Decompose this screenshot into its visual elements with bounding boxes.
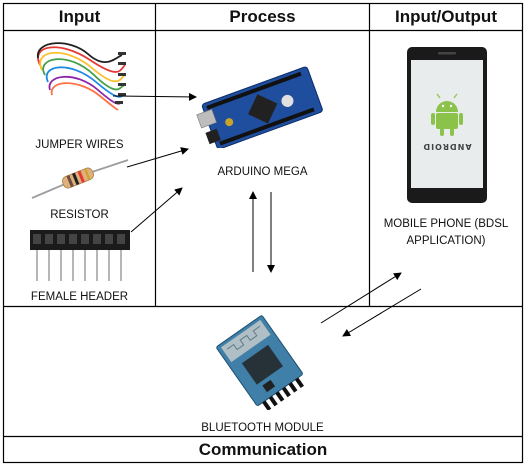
female-header-image [30, 230, 130, 281]
header-process: Process [229, 7, 296, 26]
mobile-phone-image: ANDROID [407, 47, 487, 203]
arrow-resistor-to-arduino [126, 147, 189, 168]
header-communication: Communication [198, 440, 328, 459]
arrow-bluetooth-to-phone [320, 272, 402, 324]
android-icon [431, 93, 463, 136]
label-jumper-wires: JUMPER WIRES [35, 139, 124, 151]
arduino-mega-image [196, 66, 323, 148]
label-mobile-phone-line1: MOBILE PHONE (BDSL [383, 218, 509, 230]
arrow-phone-to-bluetooth [342, 288, 422, 337]
label-bluetooth-module: BLUETOOTH MODULE [201, 422, 324, 434]
header-input: Input [58, 7, 101, 26]
arrow-jumper-to-arduino [112, 92, 197, 101]
jumper-wires-image [37, 42, 126, 111]
header-input-output: Input/Output [395, 7, 497, 26]
resistor-image [31, 159, 129, 199]
label-female-header: FEMALE HEADER [30, 291, 129, 303]
label-resistor: RESISTOR [50, 209, 109, 221]
arrow-header-to-arduino [130, 187, 183, 233]
label-arduino-mega: ARDUINO MEGA [217, 166, 308, 178]
bluetooth-module-image [216, 315, 304, 410]
label-mobile-phone-line2: APPLICATION) [406, 235, 486, 247]
phone-brand-text: ANDROID [422, 142, 471, 151]
